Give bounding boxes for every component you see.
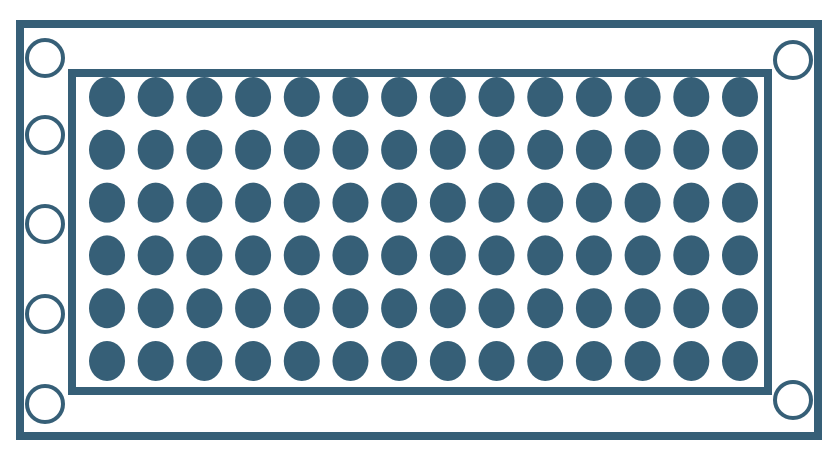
grid-dot	[527, 235, 564, 276]
grid-dot	[673, 77, 710, 117]
grid-dot	[332, 288, 369, 329]
grid-dot	[235, 182, 272, 223]
left-mounting-hole	[25, 38, 65, 78]
grid-dot	[137, 341, 174, 381]
grid-dot	[722, 182, 758, 223]
grid-dot	[722, 77, 758, 117]
grid-dot	[429, 288, 466, 329]
grid-dot	[186, 77, 223, 117]
grid-dot	[137, 129, 174, 170]
grid-dot	[137, 288, 174, 329]
grid-dot	[186, 182, 223, 223]
outer-frame	[16, 20, 822, 440]
grid-dot	[527, 182, 564, 223]
grid-dot	[186, 341, 223, 381]
grid-dot	[624, 235, 661, 276]
grid-dot	[332, 341, 369, 381]
grid-dot	[381, 129, 418, 170]
grid-dot	[283, 235, 320, 276]
grid-dot	[381, 235, 418, 276]
grid-dot	[89, 77, 125, 117]
right-mounting-hole	[773, 40, 813, 80]
grid-dot	[186, 129, 223, 170]
grid-dot	[332, 235, 369, 276]
grid-dot	[381, 182, 418, 223]
grid-dot	[478, 182, 515, 223]
grid-dot	[429, 77, 466, 117]
grid-dot	[235, 341, 272, 381]
grid-dot	[722, 129, 758, 170]
grid-dot	[624, 341, 661, 381]
grid-dot	[137, 235, 174, 276]
dot-grid	[89, 77, 758, 381]
left-mounting-hole	[25, 204, 65, 244]
grid-dot	[381, 77, 418, 117]
grid-dot	[722, 341, 758, 381]
grid-dot	[624, 77, 661, 117]
grid-dot	[429, 129, 466, 170]
grid-dot	[429, 182, 466, 223]
grid-dot	[527, 129, 564, 170]
grid-dot	[429, 341, 466, 381]
grid-dot	[527, 288, 564, 329]
left-mounting-hole	[25, 115, 65, 155]
grid-dot	[575, 341, 612, 381]
grid-dot	[575, 288, 612, 329]
grid-dot	[624, 129, 661, 170]
grid-dot	[722, 235, 758, 276]
grid-dot	[381, 341, 418, 381]
grid-dot	[527, 341, 564, 381]
grid-dot	[283, 288, 320, 329]
grid-dot	[478, 341, 515, 381]
grid-dot	[575, 129, 612, 170]
grid-dot	[235, 77, 272, 117]
grid-dot	[673, 341, 710, 381]
grid-dot	[673, 288, 710, 329]
grid-dot	[89, 341, 125, 381]
right-mounting-hole	[773, 380, 813, 420]
grid-dot	[89, 288, 125, 329]
grid-dot	[283, 341, 320, 381]
grid-dot	[89, 182, 125, 223]
grid-dot	[235, 235, 272, 276]
inner-panel	[68, 69, 772, 395]
left-mounting-hole	[25, 384, 65, 424]
grid-dot	[89, 235, 125, 276]
grid-dot	[527, 77, 564, 117]
grid-dot	[89, 129, 125, 170]
grid-dot	[478, 288, 515, 329]
grid-dot	[283, 182, 320, 223]
grid-dot	[624, 182, 661, 223]
grid-dot	[381, 288, 418, 329]
grid-dot	[575, 77, 612, 117]
mounting-holes	[25, 38, 813, 424]
grid-dot	[186, 235, 223, 276]
grid-dot	[478, 77, 515, 117]
grid-dot	[673, 235, 710, 276]
grid-dot	[575, 182, 612, 223]
grid-dot	[673, 182, 710, 223]
grid-dot	[137, 77, 174, 117]
grid-dot	[235, 129, 272, 170]
grid-dot	[722, 288, 758, 329]
grid-dot	[429, 235, 466, 276]
grid-dot	[332, 182, 369, 223]
grid-dot	[478, 129, 515, 170]
grid-dot	[235, 288, 272, 329]
grid-dot	[283, 129, 320, 170]
grid-dot	[332, 77, 369, 117]
grid-dot	[137, 182, 174, 223]
grid-dot	[673, 129, 710, 170]
grid-dot	[283, 77, 320, 117]
left-mounting-hole	[25, 294, 65, 334]
grid-dot	[186, 288, 223, 329]
grid-dot	[332, 129, 369, 170]
grid-dot	[624, 288, 661, 329]
grid-dot	[575, 235, 612, 276]
grid-dot	[478, 235, 515, 276]
